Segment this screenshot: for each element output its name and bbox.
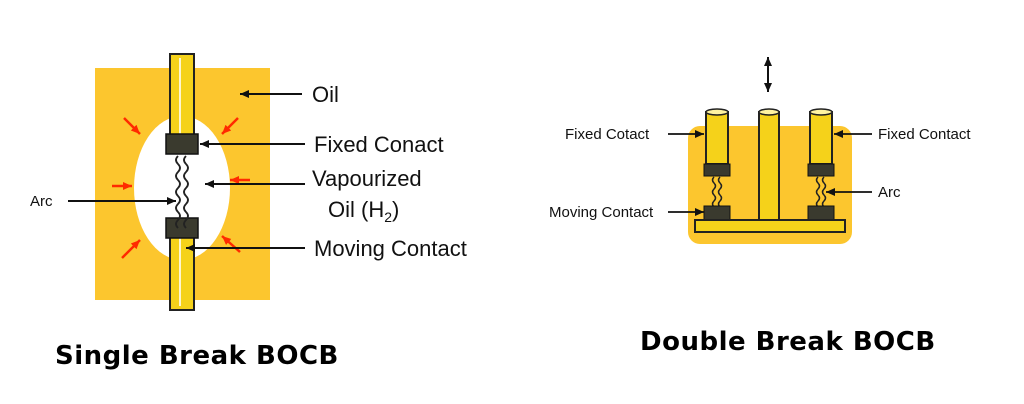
double-break-diagram: Fixed Cotact Fixed Contact Arc Moving Co…: [549, 57, 971, 357]
vapourized-oil-bubble: [134, 116, 230, 260]
vapourized-oil-label: Oil (H2): [328, 197, 399, 225]
arc-label: Arc: [30, 193, 53, 210]
single-leader-arrows: [68, 90, 305, 252]
pressure-arrow: [123, 117, 141, 135]
moving-rod: [169, 231, 195, 311]
moving-contact-label: Moving Contact: [549, 204, 654, 221]
double-leader-arrows: [668, 130, 872, 216]
moving-contact-right: [807, 205, 835, 221]
fixed-contact-right-label: Fixed Contact: [878, 126, 971, 143]
fixed-contact: [165, 133, 199, 155]
fixed-rod: [169, 53, 195, 139]
moving-crossbar: [694, 219, 846, 233]
moving-contact: [165, 217, 199, 239]
single-break-diagram: Oil Fixed Conact Vapourized Oil (H2) Mov…: [30, 53, 467, 371]
fixed-rod-right: [809, 111, 833, 165]
moving-contact-label: Moving Contact: [314, 236, 467, 261]
arc-squiggle: [711, 176, 827, 208]
single-caption: Single Break BOCB: [55, 341, 339, 371]
moving-contact-left: [703, 205, 731, 221]
fixed-rod-left: [705, 111, 729, 165]
fixed-contact-right: [807, 163, 835, 177]
fixed-contact-left: [703, 163, 731, 177]
pressure-arrow: [221, 235, 241, 253]
fixed-contact-label: Fixed Conact: [314, 132, 444, 157]
operating-rod: [758, 111, 780, 223]
oil-label: Oil: [312, 82, 339, 107]
vapourized-label: Vapourized: [312, 166, 422, 191]
pressure-arrow: [121, 239, 141, 259]
oil-pressure-arrows: [112, 117, 250, 259]
pressure-arrow: [221, 117, 239, 135]
double-caption: Double Break BOCB: [640, 327, 936, 357]
fixed-contact-left-label: Fixed Cotact: [565, 126, 650, 143]
arc-label: Arc: [878, 184, 901, 201]
arc-squiggle: [175, 155, 189, 229]
